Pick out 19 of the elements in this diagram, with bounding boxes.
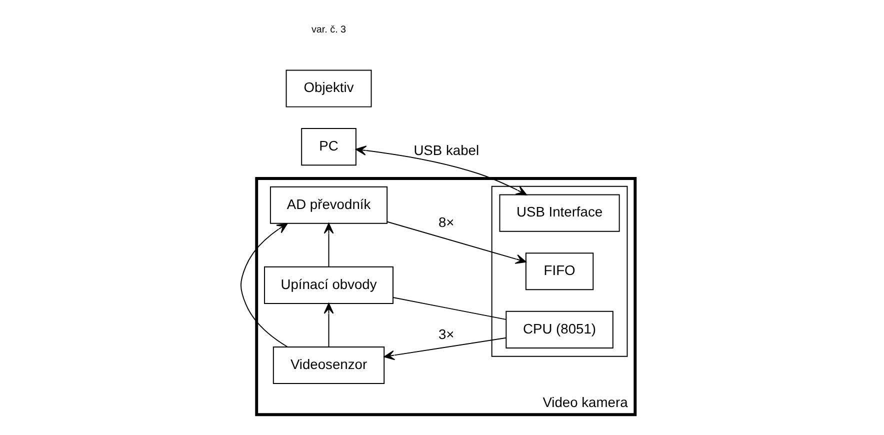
node-box: AD převodník [270, 186, 388, 224]
edge-label: 8× [438, 214, 454, 230]
node-box: USB Interface [499, 194, 620, 232]
label: var. č. 3 [311, 24, 346, 36]
arrow [384, 337, 507, 360]
node-box: Videosenzor [272, 346, 385, 384]
arrow [356, 146, 527, 196]
edge-label: USB kabel [414, 142, 480, 158]
arrow [386, 221, 526, 264]
edge-label: 3× [438, 326, 454, 342]
node-box: Upínací obvody [264, 266, 394, 304]
arrow [324, 222, 334, 268]
node-box: Objektiv [286, 70, 372, 108]
node-box: FIFO [525, 252, 594, 290]
connector [392, 297, 506, 320]
node-box: PC [301, 128, 356, 166]
arrow [324, 303, 334, 348]
node-box: CPU (8051) [506, 310, 614, 348]
arrow [240, 223, 288, 348]
